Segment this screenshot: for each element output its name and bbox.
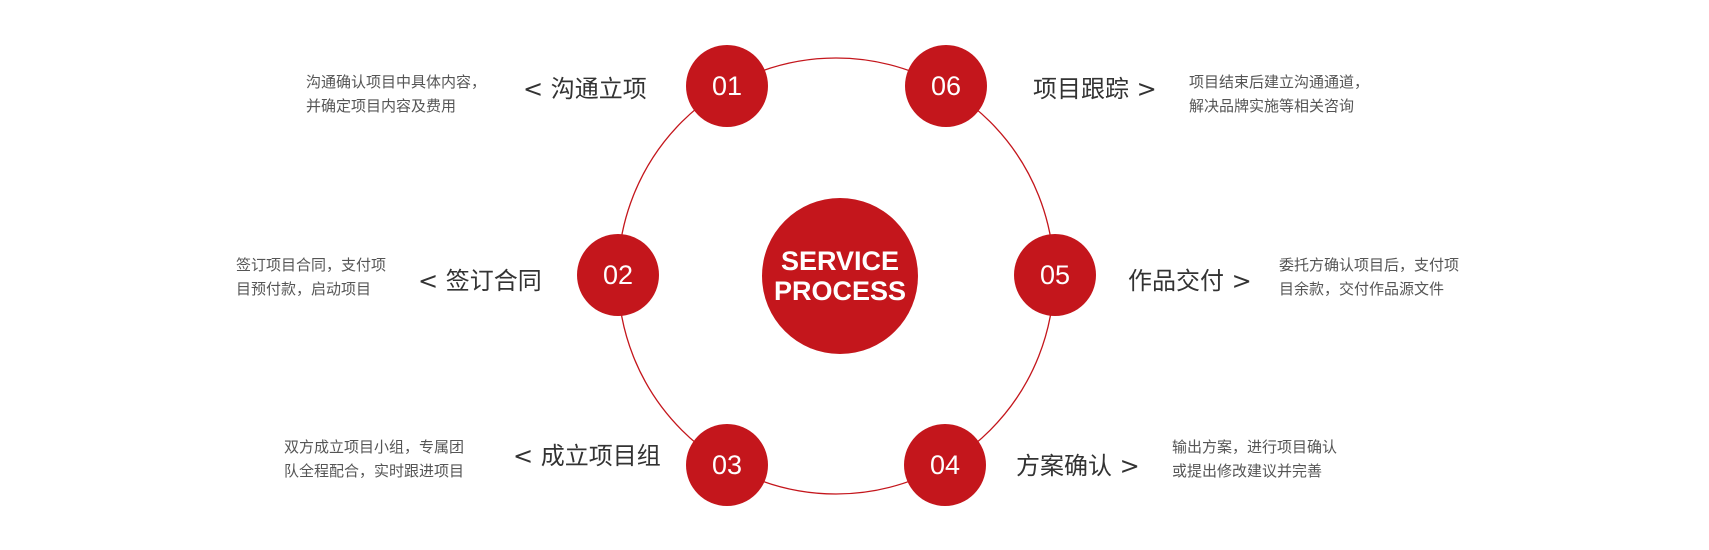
step-04-desc-line1: 输出方案，进行项目确认: [1172, 438, 1338, 456]
step-03-title-group: < 成立项目组: [513, 441, 661, 471]
center-title-line2: PROCESS: [773, 276, 907, 306]
step-06-desc-line1: 项目结束后建立沟通通道，: [1189, 73, 1370, 91]
chevron-right-icon: >: [1136, 75, 1157, 103]
step-05-title-group: 作品交付 >: [1128, 266, 1252, 296]
step-06-node: 06: [905, 45, 987, 127]
step-05-description: 委托方确认项目后，支付项 目余款，交付作品源文件: [1279, 253, 1459, 301]
step-04-title: 方案确认: [1016, 452, 1112, 480]
step-01-node: 01: [686, 45, 768, 127]
step-02-desc-line2: 目预付款，启动项目: [236, 280, 372, 298]
chevron-right-icon: >: [1231, 267, 1252, 295]
step-04-desc-line2: 或提出修改建议并完善: [1172, 462, 1323, 480]
step-06-title-group: 项目跟踪 >: [1033, 74, 1157, 104]
step-01-title-group: < 沟通立项: [523, 74, 647, 104]
step-03-desc-line1: 双方成立项目小组，专属团: [284, 438, 465, 456]
step-03-node: 03: [686, 424, 768, 506]
chevron-right-icon: >: [1119, 452, 1140, 480]
step-02-description: 签订项目合同，支付项 目预付款，启动项目: [236, 253, 386, 301]
chevron-left-icon: <: [523, 75, 544, 103]
step-04-description: 输出方案，进行项目确认 或提出修改建议并完善: [1172, 435, 1337, 483]
step-06-desc-line2: 解决品牌实施等相关咨询: [1189, 97, 1355, 115]
step-05-desc-line1: 委托方确认项目后，支付项: [1279, 256, 1460, 274]
step-01-title: 沟通立项: [550, 75, 647, 103]
step-03-title: 成立项目组: [540, 442, 661, 470]
center-badge: SERVICE PROCESS: [762, 198, 918, 354]
step-06-title: 项目跟踪: [1033, 75, 1129, 103]
step-02-desc-line1: 签订项目合同，支付项: [236, 256, 387, 274]
step-02-title: 签订合同: [445, 267, 542, 295]
center-title-line1: SERVICE: [780, 246, 900, 276]
chevron-left-icon: <: [418, 267, 439, 295]
step-01-desc-line2: 并确定项目内容及费用: [306, 97, 457, 115]
step-05-title: 作品交付: [1128, 267, 1224, 295]
step-03-desc-line2: 队全程配合，实时跟进项目: [284, 462, 465, 480]
step-04-node: 04: [904, 424, 986, 506]
chevron-left-icon: <: [513, 442, 534, 470]
step-01-desc-line1: 沟通确认项目中具体内容，: [306, 73, 487, 91]
step-04-title-group: 方案确认 >: [1016, 451, 1140, 481]
step-02-node: 02: [577, 234, 659, 316]
step-06-description: 项目结束后建立沟通通道， 解决品牌实施等相关咨询: [1189, 70, 1369, 118]
step-05-desc-line2: 目余款，交付作品源文件: [1279, 280, 1445, 298]
step-03-description: 双方成立项目小组，专属团 队全程配合，实时跟进项目: [284, 435, 464, 483]
step-02-title-group: < 签订合同: [418, 266, 542, 296]
step-01-description: 沟通确认项目中具体内容， 并确定项目内容及费用: [306, 70, 486, 118]
step-05-node: 05: [1014, 234, 1096, 316]
